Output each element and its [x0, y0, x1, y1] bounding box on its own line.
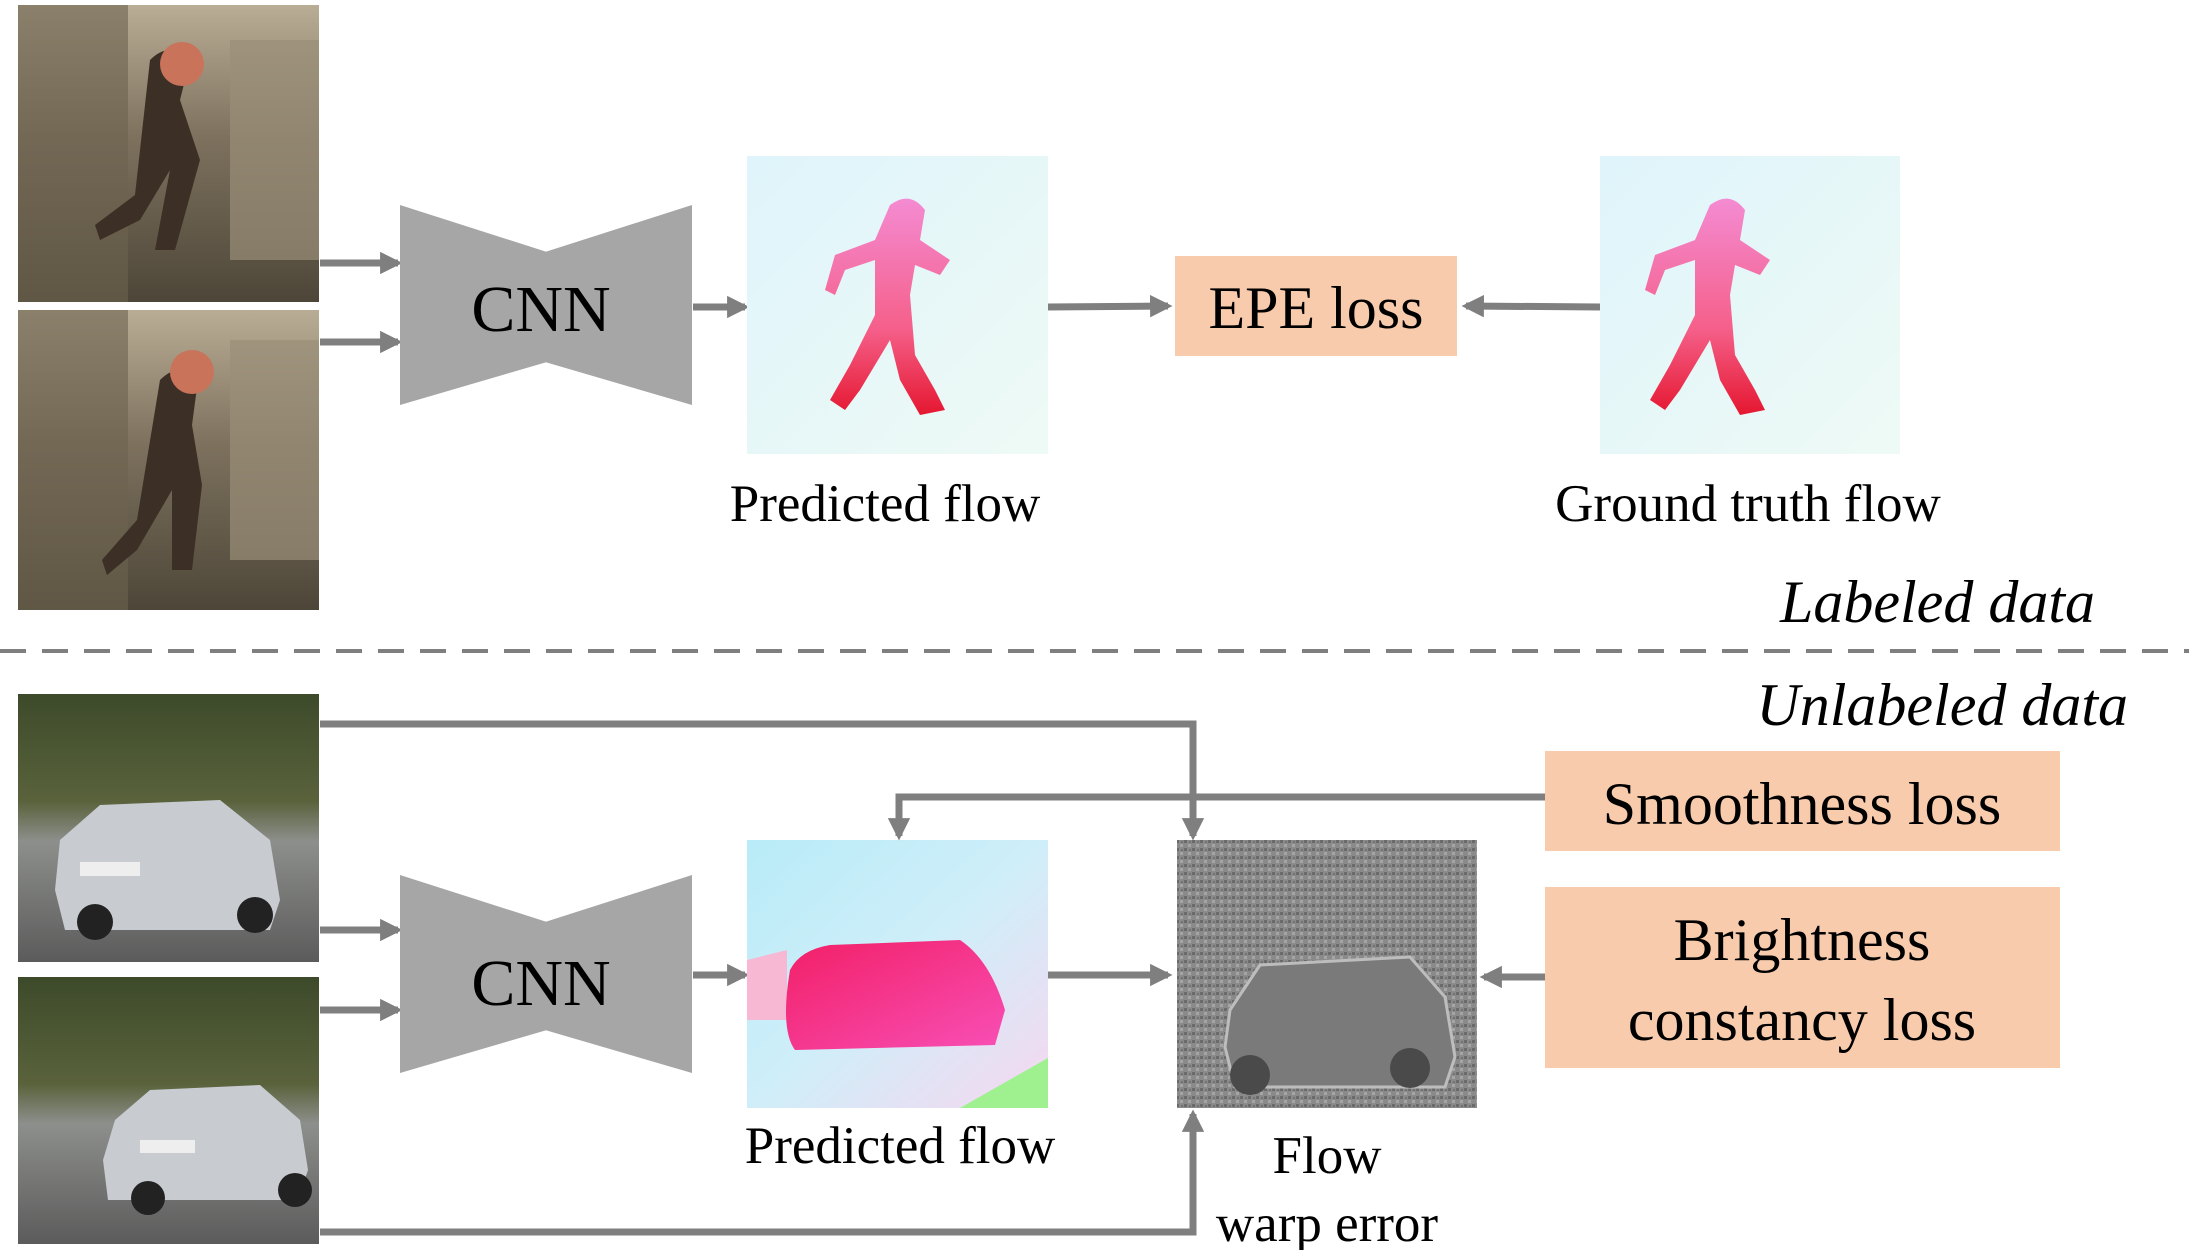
- arrow-smoothness-to-predicted-flow: [887, 793, 1545, 841]
- epe-loss-box: EPE loss: [1175, 256, 1457, 356]
- unlabeled-input-frame-1: [18, 694, 319, 962]
- predicted-flow-label-bottom: Predicted flow: [745, 1117, 1056, 1175]
- predicted-flow-image-top: [747, 156, 1048, 454]
- ground-truth-flow-label: Ground truth flow: [1555, 475, 1941, 533]
- brightness-loss-label-line1: Brightness: [1674, 907, 1931, 973]
- cnn-block-top: CNN: [400, 205, 692, 405]
- smoothness-loss-label: Smoothness loss: [1603, 771, 2001, 837]
- arrow-predicted-flow-to-epe: [1047, 294, 1173, 318]
- predicted-flow-label-top: Predicted flow: [730, 475, 1041, 533]
- cnn-block-bottom: CNN: [400, 875, 692, 1073]
- epe-loss-label: EPE loss: [1208, 275, 1423, 341]
- labeled-input-frame-2: [18, 310, 319, 610]
- labeled-data-label: Labeled data: [1779, 569, 2095, 635]
- arrow-ground-truth-to-epe: [1461, 294, 1601, 318]
- arrow-frame2-to-warp-error: [320, 1109, 1205, 1236]
- brightness-constancy-loss-box: Brightness constancy loss: [1545, 887, 2060, 1068]
- cnn-label-top: CNN: [471, 273, 610, 346]
- arrow-frame1-to-warp-error: [320, 720, 1205, 841]
- predicted-flow-image-bottom: [747, 840, 1048, 1108]
- flow-warp-error-image: [1177, 840, 1477, 1108]
- brightness-loss-label-line2: constancy loss: [1628, 987, 1976, 1053]
- ground-truth-flow-image: [1600, 156, 1900, 454]
- labeled-input-frame-1: [18, 5, 319, 302]
- smoothness-loss-box: Smoothness loss: [1545, 751, 2060, 851]
- unlabeled-data-label: Unlabeled data: [1756, 672, 2128, 738]
- unlabeled-input-frame-2: [18, 977, 319, 1244]
- warp-error-label-line2: warp error: [1216, 1195, 1439, 1250]
- warp-error-label-line1: Flow: [1273, 1127, 1383, 1185]
- cnn-label-bottom: CNN: [471, 947, 610, 1020]
